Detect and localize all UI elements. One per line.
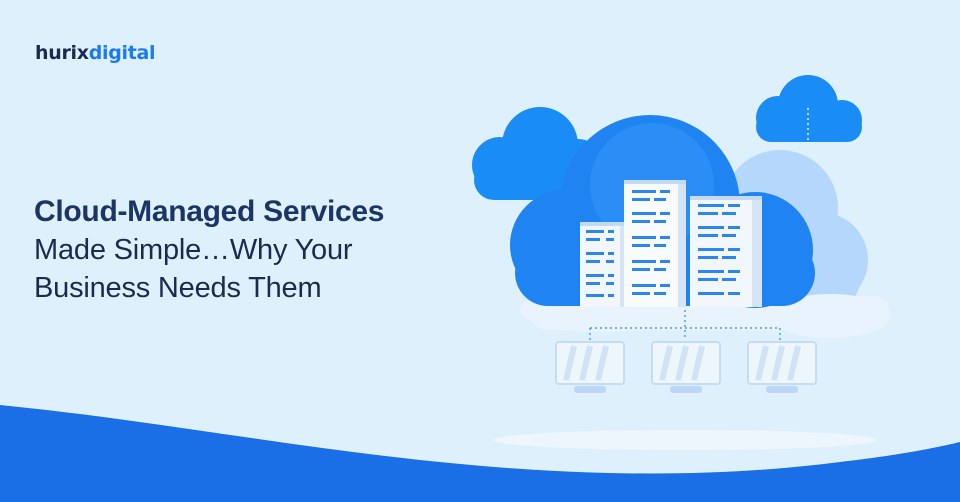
monitor-left <box>555 341 625 393</box>
headline: Cloud-Managed Services Made Simple…Why Y… <box>34 193 384 307</box>
brand-logo[interactable]: hurixdigital <box>35 42 156 64</box>
small-cloud-right <box>756 75 862 142</box>
bottom-wave <box>0 405 960 502</box>
headline-line2: Made Simple…Why Your <box>34 234 353 266</box>
server-rack-right <box>690 196 762 307</box>
monitor-right <box>747 341 817 393</box>
monitor-middle <box>651 341 721 393</box>
network-lines <box>589 310 781 340</box>
headline-line3: Business Needs Them <box>34 272 322 304</box>
ground-shadow <box>493 430 877 450</box>
headline-line1: Cloud-Managed Services <box>34 195 385 228</box>
brand-name-part2: digital <box>88 42 156 64</box>
server-rack-left <box>580 222 628 307</box>
brand-name-part1: hurix <box>35 42 89 64</box>
server-rack-middle <box>624 180 686 307</box>
